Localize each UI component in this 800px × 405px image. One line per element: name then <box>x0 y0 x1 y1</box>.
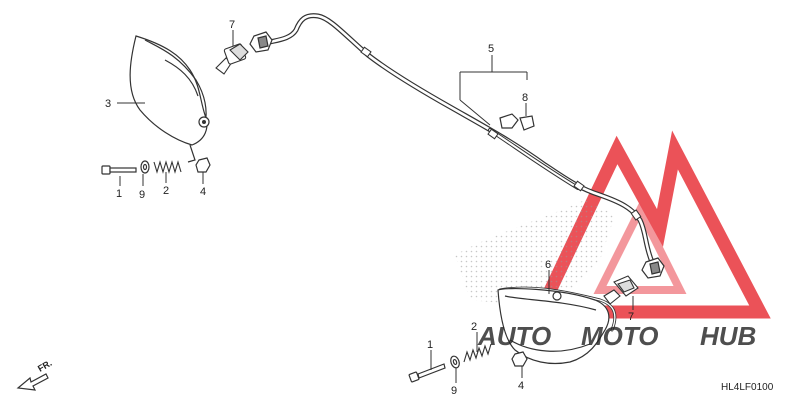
diagram-code: HL4LF0100 <box>721 382 774 393</box>
wire-harness <box>259 13 655 332</box>
bulb-left <box>215 43 249 75</box>
spring-right <box>463 343 492 363</box>
bulb-right <box>603 275 639 305</box>
shading-pattern <box>455 200 615 305</box>
nut-left <box>195 157 211 173</box>
watermark-hub: HUB <box>700 321 756 351</box>
connector-right <box>641 257 665 279</box>
direction-label: FR. <box>36 358 54 374</box>
callout-3: 3 <box>105 98 111 110</box>
headlight-left <box>129 35 210 163</box>
bolt-left <box>101 165 137 175</box>
callout-1-right: 1 <box>427 339 433 351</box>
callout-1-left: 1 <box>116 188 122 200</box>
callout-2-right: 2 <box>471 321 477 333</box>
callout-5: 5 <box>488 43 494 55</box>
spring-left <box>153 160 182 174</box>
watermark-logo <box>529 130 771 319</box>
front-direction-arrow: FR. <box>16 358 54 391</box>
callout-2-left: 2 <box>163 185 169 197</box>
watermark-auto: AUTO <box>477 321 551 351</box>
callout-9-left: 9 <box>139 189 145 201</box>
leader-lines <box>117 30 634 383</box>
callout-9-right: 9 <box>451 385 457 397</box>
headlight-right <box>497 287 610 365</box>
nut-right <box>511 351 528 367</box>
callout-7-left: 7 <box>229 19 235 31</box>
watermark-moto: MOTO <box>581 321 659 351</box>
callout-labels: 1 9 2 4 3 7 5 8 6 7 2 1 9 4 <box>105 19 634 397</box>
washer-right <box>450 355 460 369</box>
callout-6: 6 <box>545 259 551 271</box>
callout-4-left: 4 <box>200 186 206 198</box>
watermark-text: AUTO MOTO HUB <box>477 321 756 351</box>
callout-4-right: 4 <box>518 380 524 392</box>
connector-left <box>249 31 273 53</box>
callout-8: 8 <box>522 92 528 104</box>
washer-left <box>140 160 150 174</box>
bolt-right <box>408 363 446 383</box>
callout-7-right: 7 <box>628 311 634 323</box>
